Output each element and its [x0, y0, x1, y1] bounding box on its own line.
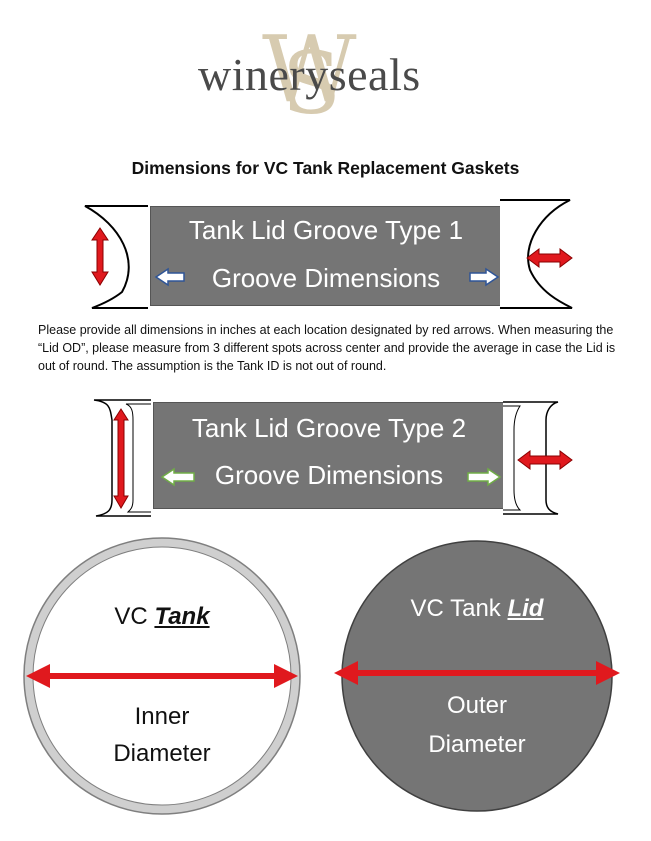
type2-title: Tank Lid Groove Type 2 [191, 413, 467, 443]
type2-left-red-arrow [113, 408, 129, 509]
logo-wordmark: wineryseals [198, 49, 421, 100]
tank-heading-emphasis: Tank [154, 603, 210, 630]
type2-right-white-arrow [467, 467, 502, 487]
lid-circle-heading: VC Tank Lid [377, 595, 577, 623]
instructions-text: Please provide all dimensions in inches … [38, 323, 616, 373]
type1-left-wall [84, 205, 148, 309]
winery-seals-logo: W S wineryseals [180, 16, 480, 134]
type1-left-white-arrow [154, 267, 185, 287]
lid-heading-emphasis: Lid [507, 595, 544, 622]
logo-monogram-s: S [282, 34, 341, 134]
lid-heading-prefix: VC Tank [410, 595, 508, 622]
type1-right-white-arrow [469, 267, 500, 287]
tank-diameter-label: Diameter [113, 740, 211, 767]
type2-right-red-arrow [517, 450, 573, 470]
type1-title: Tank Lid Groove Type 1 [188, 215, 464, 245]
type1-right-wall [500, 199, 573, 309]
type2-groove-label: Groove Dimensions [214, 460, 444, 490]
lid-outer-label: Outer [446, 692, 508, 719]
type2-left-white-arrow [160, 467, 195, 487]
type1-groove-label: Groove Dimensions [211, 263, 441, 293]
tank-heading-prefix: VC [114, 603, 155, 630]
type1-right-red-arrow [526, 248, 573, 268]
logo-monogram-w: W [262, 16, 357, 123]
tank-circle-heading: VC Tank [62, 603, 262, 631]
type1-left-red-arrow [91, 227, 109, 286]
type2-panel: Tank Lid Groove Type 2 Groove Dimensions [153, 402, 505, 509]
lid-diameter-label: Diameter [428, 731, 526, 758]
type1-panel: Tank Lid Groove Type 1 Groove Dimensions [150, 206, 502, 306]
page-title: Dimensions for VC Tank Replacement Gaske… [131, 158, 520, 178]
tank-inner-label: Inner [134, 703, 190, 730]
